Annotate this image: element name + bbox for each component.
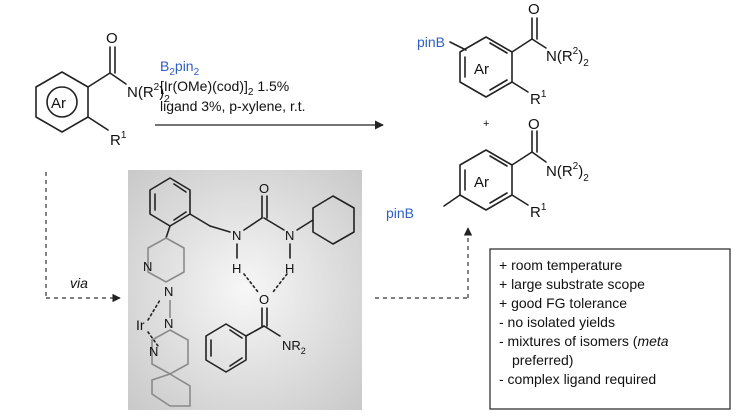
urea-h-left: H: [232, 261, 241, 276]
product-bottom: Ar pinB O N(R2)2 R1: [386, 116, 589, 221]
reagents: B2pin2 [Ir(OMe)(cod)]2 1.5% ligand 3%, p…: [160, 58, 306, 114]
benzamide-o: O: [259, 292, 269, 307]
aromatic-circle: [46, 86, 78, 118]
benzamide-nr2: NR2: [282, 338, 306, 356]
via-label: via: [70, 275, 88, 291]
substrate-ring-label: Ar: [51, 95, 66, 112]
iridium: Ir: [136, 317, 145, 333]
substrate-amide-n: N(R2)2: [127, 82, 170, 105]
product-top-r1: R1: [530, 89, 547, 108]
ir-ligand-complex: N O N H H O NR2 N N Ir: [128, 170, 362, 410]
product-top: pinB Ar O N(R2)2 R1: [417, 1, 589, 108]
product-bottom-ring-label: Ar: [474, 174, 489, 191]
substrate-r1: R1: [110, 130, 127, 149]
note-meta-preferred: preferred): [512, 352, 573, 368]
product-bottom-r1: R1: [530, 202, 547, 221]
bipy-n-lower-2: N: [164, 316, 173, 331]
note-room-temperature: + room temperature: [499, 257, 623, 273]
bipy-n-upper-2: N: [164, 284, 173, 299]
note-fg-tolerance: + good FG tolerance: [499, 295, 627, 311]
bipyridine-tail: [151, 373, 191, 407]
cyclohexyl: [312, 195, 355, 245]
product-bottom-carbonyl-o: O: [528, 116, 540, 133]
urea-n-left: N: [232, 228, 241, 243]
product-top-ring-label: Ar: [474, 61, 489, 78]
note-no-yields: - no isolated yields: [499, 314, 615, 330]
urea-h-right: H: [285, 261, 294, 276]
note-mixtures: - mixtures of isomers (meta: [499, 333, 669, 349]
reagent-conditions: ligand 3%, p-xylene, r.t.: [160, 98, 306, 114]
benzamide-ring: [205, 323, 247, 373]
product-bottom-pinb: pinB: [386, 205, 414, 221]
plus-sign: +: [483, 118, 489, 130]
substrate-carbonyl-o: O: [106, 30, 118, 47]
product-top-carbonyl-o: O: [528, 1, 540, 18]
urea-n-right: N: [285, 228, 294, 243]
product-bottom-amide: N(R2)2: [546, 161, 589, 184]
note-substrate-scope: + large substrate scope: [499, 276, 645, 292]
complex-panel: [128, 170, 362, 410]
via-path: via: [45, 172, 473, 303]
notes-frame: [489, 248, 731, 410]
product-top-amide: N(R2)2: [546, 46, 589, 69]
bipy-n-upper: N: [143, 259, 152, 274]
bipy-n-lower: N: [149, 344, 158, 359]
substrate: Ar O N(R2)2 R1: [35, 30, 170, 149]
reagent-catalyst: [Ir(OMe)(cod)]2 1.5%: [160, 78, 289, 98]
note-complex-ligand: - complex ligand required: [499, 371, 656, 387]
product-top-pinb: pinB: [417, 34, 445, 50]
notes-box: + room temperature + large substrate sco…: [489, 248, 731, 410]
reagent-b2pin2: B2pin2: [160, 58, 200, 78]
urea-o: O: [259, 181, 269, 196]
bipyridine-upper: [147, 237, 185, 283]
